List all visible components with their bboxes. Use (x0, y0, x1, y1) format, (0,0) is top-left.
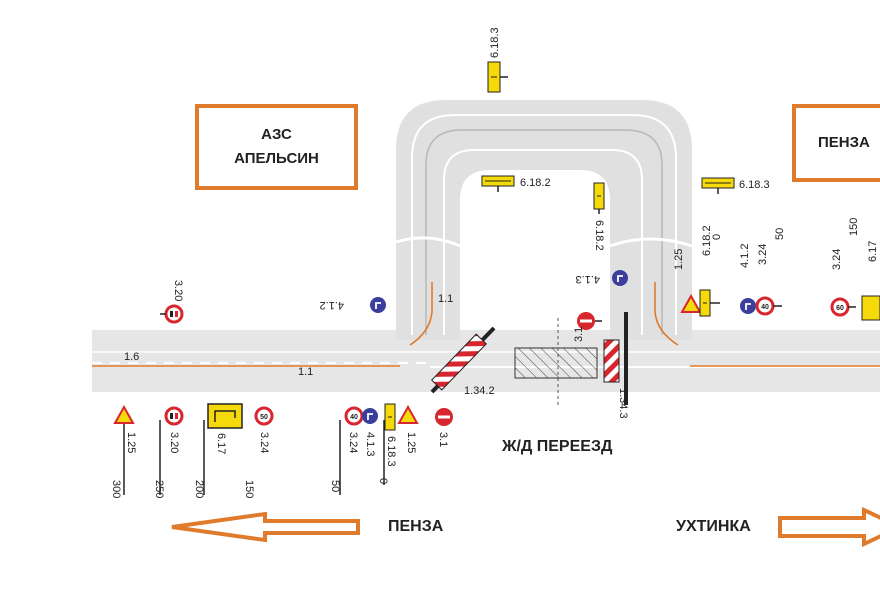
label-6-18-3-top: 6.18.3 (489, 27, 501, 58)
label-3-20-left: 3.20 (172, 280, 184, 301)
sign-3-24-bottom-b-icon-value: 40 (350, 414, 358, 421)
label-6-17-bottom: 6.17 (215, 433, 227, 454)
azs-name: АПЕЛЬСИН (234, 150, 319, 167)
sign-1-25-bottom-icon (113, 404, 135, 424)
azs-apelsin-box: АЗС АПЕЛЬСИН (195, 104, 358, 190)
label-50-right: 50 (774, 228, 786, 240)
label-3-24-far: 3.24 (831, 249, 843, 270)
label-6-18-3-bottom: 6.18.3 (385, 436, 397, 467)
sign-4-1-3-bottom-icon (362, 408, 378, 424)
sign-3-20-left-icon-car2 (175, 311, 178, 317)
label-1-25-bottom: 1.25 (125, 432, 137, 453)
loop-cut-left (395, 236, 461, 248)
sign-4-1-3-inner-icon-arrow (617, 275, 623, 282)
label-3-24-right: 3.24 (757, 244, 769, 265)
sign-4-1-2-right-icon-arrow (745, 303, 751, 310)
sign-3-20-left-icon-car1 (170, 311, 173, 317)
label-150-far: 150 (848, 218, 860, 236)
penza-box-label: ПЕНЗА (818, 134, 870, 151)
railway-crossing-caption: Ж/Д ПЕРЕЕЗД (502, 438, 613, 455)
label-3-24-bottom-b: 3.24 (347, 432, 359, 453)
marking-1-34-3-board (603, 339, 620, 383)
label-marking-1-1-left: 1.1 (298, 366, 313, 378)
sign-1-25-right-icon (680, 293, 702, 313)
label-6-18-3-right: 6.18.3 (739, 179, 770, 191)
label-200-bottom: 200 (193, 480, 205, 498)
loop-lane-inner (443, 149, 643, 335)
label-marking-1-6: 1.6 (124, 351, 139, 363)
label-6-18-2-inner-v: 6.18.2 (593, 220, 605, 251)
label-6-18-2-right: 6.18.2 (701, 225, 713, 256)
sign-4-1-2-right-icon (740, 298, 756, 314)
label-4-1-3-bottom: 4.1.3 (364, 432, 376, 456)
sign-4-1-2-left-icon (370, 297, 386, 313)
label-4-1-3-inner: 4.1.3 (576, 273, 600, 285)
label-50-bottom: 50 (329, 480, 341, 492)
sign-1-25-bottom-b-icon (397, 404, 419, 424)
sign-3-1-bottom-icon-bar (438, 415, 450, 419)
label-4-1-2-left: 4.1.2 (320, 299, 344, 311)
label-300-bottom: 300 (110, 480, 122, 498)
sign-4-1-3-bottom-icon-arrow (367, 413, 373, 420)
sign-6-17-cut (861, 295, 880, 321)
sign-3-24-right-icon-value: 40 (761, 304, 769, 311)
sign-3-24-bottom-icon-value: 50 (260, 414, 268, 421)
label-4-1-2-right: 4.1.2 (739, 244, 751, 268)
label-marking-1-34-2: 1.34.2 (464, 385, 495, 397)
azs-label: АЗС (261, 126, 292, 143)
label-1-25-right: 1.25 (673, 249, 685, 270)
sign-4-1-3-inner-icon (612, 270, 628, 286)
sign-6-17-bottom-icon (207, 403, 243, 429)
marking-1-34-2-board (431, 333, 487, 391)
loop-curve-orange-left (409, 282, 433, 346)
crossing-zone (514, 347, 598, 379)
label-3-1-bottom: 3.1 (437, 432, 449, 447)
label-6-17-cut: 6.17 (867, 241, 879, 262)
label-250-bottom: 250 (153, 480, 165, 498)
label-marking-1-1-curve: 1.1 (438, 293, 453, 305)
label-3-1-upper: 3.1 (573, 327, 585, 342)
sign-3-20-bottom-icon-car2 (175, 413, 178, 419)
label-150-bottom: 150 (243, 480, 255, 498)
label-1-25-bottom-b: 1.25 (405, 432, 417, 453)
label-3-20-bottom: 3.20 (168, 432, 180, 453)
loop-cut-right (609, 237, 693, 248)
sign-3-20-bottom-icon (164, 406, 184, 426)
label-marking-1-34-3: 1.34.3 (617, 388, 629, 419)
sign-3-20-left-icon (164, 304, 184, 324)
main-road (92, 330, 880, 392)
label-0-bottom: 0 (377, 478, 389, 484)
penza-direction-box: ПЕНЗА (792, 104, 880, 182)
sign-6-17-bottom-detour (214, 410, 236, 422)
label-6-18-2-inner-h: 6.18.2 (520, 177, 551, 189)
sign-3-24-far-icon-value: 60 (836, 305, 844, 312)
label-3-24-bottom: 3.24 (258, 432, 270, 453)
sign-3-1-upper-icon-bar (580, 319, 592, 323)
sign-3-24-bottom-icon (254, 406, 274, 426)
sign-3-20-bottom-icon-car1 (170, 413, 173, 419)
label-0-right: 0 (711, 234, 723, 240)
loop-lane-mid (425, 129, 663, 335)
loop-lane-outer (411, 114, 677, 335)
sign-4-1-2-left-icon-arrow (375, 302, 381, 309)
direction-label-ukhtinka: УХТИНКА (676, 518, 751, 535)
direction-label-penza: ПЕНЗА (388, 518, 444, 535)
loop-curve-orange-right (654, 282, 679, 346)
